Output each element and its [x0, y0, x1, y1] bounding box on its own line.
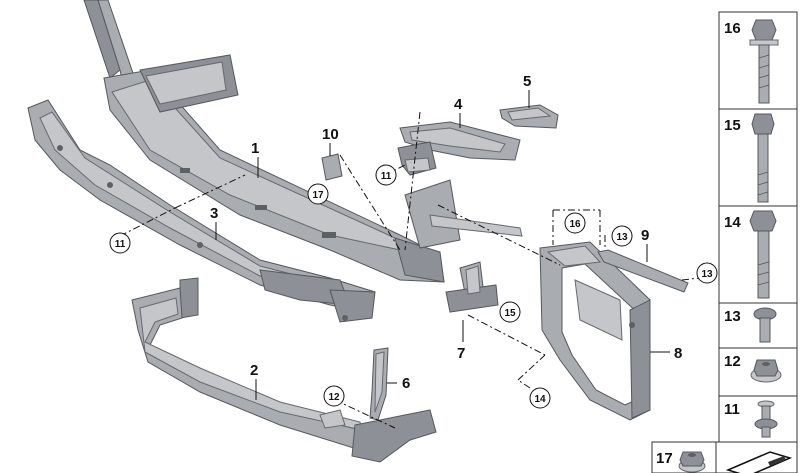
part-5-clip — [499, 104, 559, 129]
callout-10: 10 — [322, 126, 339, 143]
svg-text:13: 13 — [701, 269, 713, 280]
callout-9: 9 — [641, 227, 649, 244]
circled-callout-13-right: 13 — [696, 262, 718, 284]
part-9-strut — [597, 249, 689, 293]
svg-text:12: 12 — [328, 392, 340, 403]
panel-cell-14: 14 — [718, 205, 798, 304]
panel-label-15: 15 — [724, 117, 741, 134]
assembly-lines — [119, 111, 701, 429]
circled-callout-16: 16 — [564, 212, 586, 234]
callout-2: 2 — [250, 362, 258, 379]
circled-callouts: 11 11 11 12 13 13 14 15 — [109, 164, 718, 409]
part-7-bracket — [445, 261, 499, 313]
svg-text:13: 13 — [616, 232, 628, 243]
svg-text:16: 16 — [569, 219, 581, 230]
panel-cell-16: 16 — [718, 11, 798, 110]
panel-cell-17: 17 — [651, 441, 717, 473]
fastener-panel: 16 15 14 — [651, 11, 798, 473]
leader-lines — [215, 90, 670, 400]
circled-callout-13-top: 13 — [611, 225, 633, 247]
part-4-bracket — [397, 121, 521, 176]
part-1-front-carrier — [83, 0, 523, 283]
svg-text:17: 17 — [312, 190, 324, 201]
svg-text:15: 15 — [504, 308, 516, 319]
panel-label-17: 17 — [656, 450, 673, 467]
svg-text:14: 14 — [534, 394, 546, 405]
part-3-bumper-carrier — [27, 99, 376, 323]
callout-1: 1 — [251, 140, 259, 157]
circled-callout-15: 15 — [499, 301, 521, 323]
part-2-lower-carrier — [131, 277, 437, 463]
catalog-symbol-cell — [715, 441, 798, 473]
circled-callout-17: 17 — [307, 183, 329, 205]
panel-label-13: 13 — [724, 308, 741, 325]
circled-callout-12: 12 — [323, 385, 345, 407]
callout-8: 8 — [674, 345, 682, 362]
part-6-holder — [369, 347, 389, 421]
panel-cell-13: 13 — [718, 302, 798, 349]
svg-text:11: 11 — [381, 171, 392, 182]
panel-label-12: 12 — [724, 353, 741, 370]
svg-text:11: 11 — [115, 239, 126, 250]
callout-6: 6 — [402, 375, 410, 392]
part-10-clip — [321, 153, 343, 181]
callout-5: 5 — [523, 73, 531, 90]
callout-7: 7 — [457, 345, 465, 362]
callout-labels: 1 2 3 4 5 6 7 8 9 10 — [210, 73, 682, 392]
panel-cell-15: 15 — [718, 108, 798, 207]
catalog-symbol-icon — [725, 451, 793, 473]
callout-3: 3 — [210, 205, 218, 222]
panel-cell-11: 11 — [718, 395, 798, 443]
callout-4: 4 — [454, 96, 463, 113]
panel-label-11: 11 — [724, 401, 740, 418]
part-8-frame — [539, 241, 651, 421]
circled-callout-11-left: 11 — [109, 232, 131, 254]
circled-callout-14: 14 — [529, 387, 551, 409]
circled-callout-11-upper: 11 — [375, 164, 397, 186]
panel-label-16: 16 — [724, 20, 741, 37]
panel-label-14: 14 — [724, 214, 741, 231]
panel-cell-12: 12 — [718, 347, 798, 397]
